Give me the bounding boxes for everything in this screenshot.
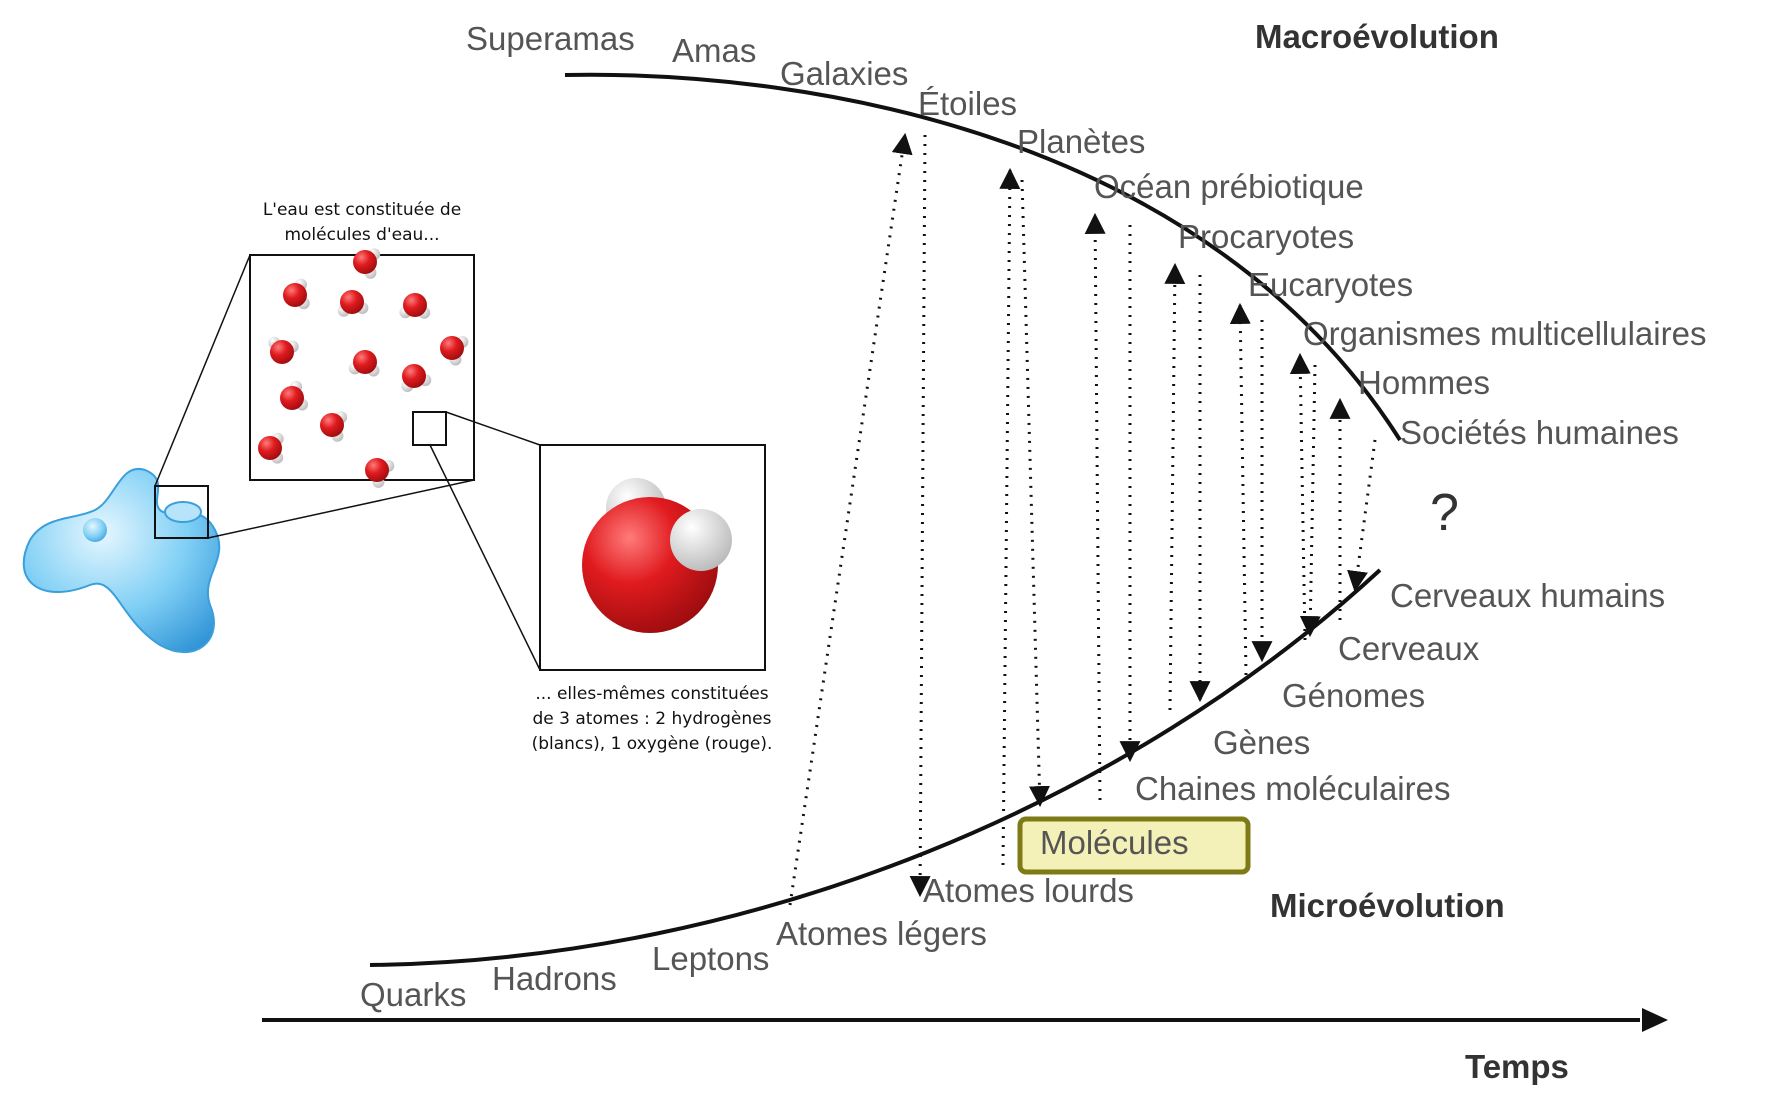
macro-curve bbox=[564, 72, 1402, 442]
oxygen-atom-small bbox=[403, 293, 427, 317]
micro-label: Leptons bbox=[652, 940, 769, 977]
caption-bottom-line-2: de 3 atomes : 2 hydrogènes bbox=[533, 709, 772, 729]
oxygen-atom-small bbox=[283, 283, 307, 307]
macro-label: Eucaryotes bbox=[1248, 266, 1413, 303]
micro-label: Gènes bbox=[1213, 724, 1310, 761]
caption-bottom-line-3: (blancs), 1 oxygène (rouge). bbox=[532, 734, 773, 754]
macro-label: Procaryotes bbox=[1178, 218, 1354, 255]
dotted-arrow bbox=[909, 134, 931, 898]
dotted-arrow bbox=[1229, 302, 1251, 676]
micro-heading: Microévolution bbox=[1270, 887, 1505, 924]
zoom-line bbox=[154, 254, 251, 487]
oxygen-atom-small bbox=[340, 290, 364, 314]
water-drop-image bbox=[22, 467, 221, 654]
micro-label: Atomes légers bbox=[776, 915, 987, 952]
dotted-arrow bbox=[999, 167, 1021, 866]
oxygen-atom-small bbox=[440, 336, 464, 360]
zoom-box-molecule bbox=[412, 411, 447, 446]
time-axis-arrowhead bbox=[1642, 1008, 1668, 1032]
caption-bottom-line-1: ... elles-mêmes constituées bbox=[535, 684, 768, 704]
micro-label: Cerveaux bbox=[1338, 630, 1480, 667]
oxygen-atom-small bbox=[270, 340, 294, 364]
micro-label-highlighted: Molécules bbox=[1040, 824, 1189, 861]
connector-arrows bbox=[788, 132, 1377, 906]
micro-label: Chaines moléculaires bbox=[1135, 770, 1450, 807]
question-mark: ? bbox=[1430, 484, 1459, 542]
dotted-arrow bbox=[788, 132, 913, 906]
molecules-highlight-box bbox=[1017, 816, 1251, 875]
water-molecules bbox=[258, 248, 469, 488]
dotted-arrow bbox=[1299, 364, 1321, 638]
zoom-line bbox=[445, 411, 541, 446]
oxygen-atom-small bbox=[365, 458, 389, 482]
water-droplet-small bbox=[83, 518, 107, 542]
micro-label: Atomes lourds bbox=[923, 872, 1134, 909]
macro-label: Planètes bbox=[1017, 123, 1145, 160]
dotted-arrow bbox=[1289, 352, 1311, 641]
caption-top-line-1: L'eau est constituée de bbox=[263, 200, 461, 220]
dotted-arrow bbox=[1347, 439, 1377, 593]
oxygen-atom-small bbox=[353, 250, 377, 274]
oxygen-atom-small bbox=[320, 413, 344, 437]
macro-label: Sociétés humaines bbox=[1400, 414, 1679, 451]
time-axis-label: Temps bbox=[1465, 1048, 1569, 1085]
oxygen-atom-small bbox=[402, 364, 426, 388]
macro-label: Hommes bbox=[1358, 364, 1490, 401]
oxygen-atom-small bbox=[280, 386, 304, 410]
micro-label: Cerveaux humains bbox=[1390, 577, 1665, 614]
water-drop-highlight bbox=[164, 501, 202, 523]
micro-label: Quarks bbox=[360, 976, 466, 1013]
dotted-arrow bbox=[1084, 212, 1106, 801]
caption-top-line-2: molécules d'eau... bbox=[284, 225, 439, 245]
dotted-arrow bbox=[1020, 179, 1050, 808]
macro-label: Océan prébiotique bbox=[1094, 168, 1364, 205]
macro-label: Superamas bbox=[466, 20, 635, 57]
zoom-line bbox=[429, 444, 541, 671]
macro-heading: Macroévolution bbox=[1255, 18, 1499, 55]
hydrogen-atom bbox=[670, 509, 732, 571]
micro-label: Hadrons bbox=[492, 960, 617, 997]
micro-label: Génomes bbox=[1282, 677, 1425, 714]
oxygen-atom-small bbox=[258, 436, 282, 460]
micro-curve bbox=[369, 568, 1382, 967]
zoom-box-drop bbox=[154, 485, 209, 539]
dotted-arrow bbox=[1164, 262, 1186, 711]
macro-label: Galaxies bbox=[780, 55, 908, 92]
zoom-line bbox=[207, 479, 475, 539]
macro-label: Étoiles bbox=[918, 85, 1017, 122]
macro-label: Organismes multicellulaires bbox=[1303, 315, 1706, 352]
oxygen-atom-small bbox=[353, 350, 377, 374]
macro-label: Amas bbox=[672, 32, 756, 69]
